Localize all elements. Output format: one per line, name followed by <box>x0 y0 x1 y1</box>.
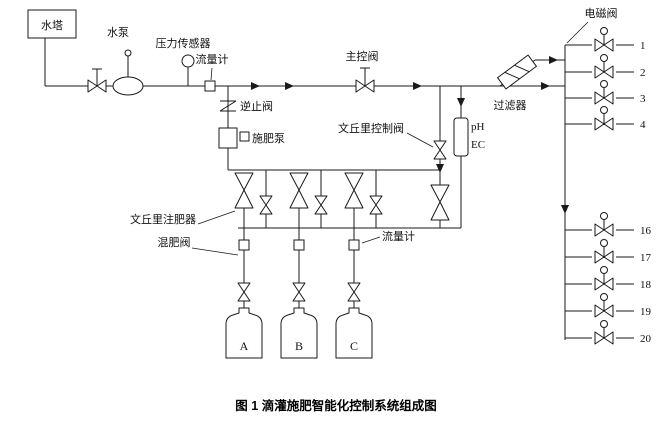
solenoid-branch: 4 <box>565 106 646 131</box>
solenoid-valve-icon <box>594 320 614 345</box>
branch-flow-meter-pointer <box>361 236 381 244</box>
mixing-valve-pointer <box>191 247 239 256</box>
solenoid-number: 16 <box>640 225 652 237</box>
solenoid-number: 18 <box>640 279 652 291</box>
venturi-control-valve-icon <box>433 140 447 160</box>
venturi-injector-pointer <box>197 210 236 225</box>
tank-a: A <box>225 307 263 359</box>
pressure-sensor <box>181 54 195 68</box>
solenoid-branch: 18 <box>565 266 652 291</box>
flow-arrow-right-icon <box>549 56 558 64</box>
mixing-valve-icon <box>347 282 361 302</box>
venturi-injector-icon <box>234 172 254 209</box>
solenoid-branch: 1 <box>565 27 646 52</box>
branch-flow-meter-icon <box>238 239 250 251</box>
mixing-valve-label: 混肥阀 <box>158 235 191 249</box>
flow-arrow-right-icon <box>285 82 294 90</box>
solenoid-bank-label: 电磁阀 <box>585 6 618 20</box>
solenoid-valve-icon <box>594 80 614 105</box>
fertilizer-pump <box>218 127 250 149</box>
ph-label: pH <box>471 121 485 133</box>
ph-ec-sensor: pH EC <box>453 117 485 157</box>
tank-c: C <box>335 307 373 359</box>
tank-c-label: C <box>350 339 358 353</box>
main-flow-meter-label: 流量计 <box>196 52 229 66</box>
main-flow-meter-pointer <box>210 67 213 81</box>
solenoid-number: 19 <box>640 306 652 318</box>
solenoid-branch: 20 <box>565 320 652 345</box>
venturi-injector-icon <box>344 172 364 209</box>
tank-b: B <box>280 307 318 359</box>
mixing-valve-icon <box>292 282 306 302</box>
solenoid-number: 17 <box>640 252 652 264</box>
filter-label: 过滤器 <box>494 99 527 112</box>
venturi-injector-label: 文丘里注肥器 <box>130 212 196 226</box>
figure-caption: 图 1 滴灌施肥智能化控制系统组成图 <box>235 398 436 413</box>
control-venturi-icon <box>430 184 450 221</box>
solenoid-number: 2 <box>640 67 646 79</box>
venturi-injector-icon <box>289 172 309 209</box>
main-flow-meter-icon <box>204 80 216 92</box>
solenoid-valve-icon <box>594 212 614 237</box>
pressure-sensor-label: 压力传感器 <box>156 37 211 50</box>
venturi-control-valve-label: 文丘里控制阀 <box>338 121 404 135</box>
solenoid-number: 20 <box>640 333 652 345</box>
flow-arrow-down-icon <box>561 205 569 214</box>
filter: 过滤器 <box>494 54 538 112</box>
fertilizer-pump-label: 施肥泵 <box>252 132 285 145</box>
venturi-control-valve-pointer <box>406 132 434 148</box>
solenoid-number: 1 <box>640 40 646 52</box>
solenoid-valve-icon <box>594 27 614 52</box>
solenoid-branch: 3 <box>565 80 646 105</box>
solenoid-number: 4 <box>640 119 646 131</box>
ec-label: EC <box>471 139 485 151</box>
bypass-valve-icon <box>259 195 273 215</box>
solenoid-branch: 19 <box>565 293 652 318</box>
branch-flow-meter-icon <box>348 239 360 251</box>
solenoid-number: 3 <box>640 93 646 105</box>
water-tower-label: 水塔 <box>41 19 63 32</box>
solenoid-valve-icon <box>594 293 614 318</box>
bypass-valve-icon <box>314 195 328 215</box>
check-valve-label: 逆止阀 <box>240 99 273 113</box>
solenoid-branch: 16 <box>565 212 652 237</box>
solenoid-branch: 17 <box>565 239 652 264</box>
branch-flow-meter-label: 流量计 <box>382 229 415 243</box>
tank-a-label: A <box>240 339 249 353</box>
flow-arrow-right-icon <box>541 82 550 90</box>
solenoid-bank-pointer <box>566 21 589 44</box>
solenoid-valve-icon <box>594 266 614 291</box>
flow-arrow-right-icon <box>251 82 260 90</box>
main-control-valve-label: 主控阀 <box>346 49 379 63</box>
flow-arrow-down-icon <box>457 98 465 107</box>
water-tower: 水塔 <box>27 9 77 39</box>
solenoid-branch: 2 <box>565 54 646 79</box>
bypass-valve-icon <box>369 195 383 215</box>
water-pump-label: 水泵 <box>107 26 129 39</box>
branch-flow-meter-icon <box>293 239 305 251</box>
solenoid-valve-icon <box>594 239 614 264</box>
solenoid-valve-icon <box>594 106 614 131</box>
tank-b-label: B <box>295 339 303 353</box>
flow-arrow-down-icon <box>436 164 444 173</box>
water-pump <box>112 49 144 96</box>
flow-arrow-right-icon <box>413 82 422 90</box>
solenoid-valve-icon <box>594 54 614 79</box>
mixing-valve-icon <box>237 282 251 302</box>
